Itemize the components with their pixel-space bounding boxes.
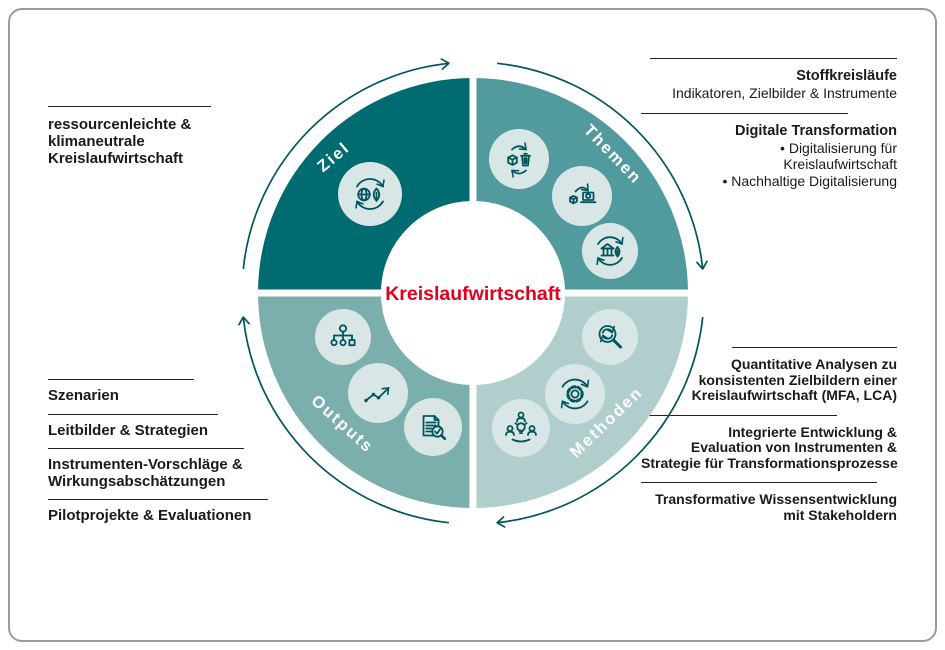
globe-leaf-recycle-icon: [338, 162, 402, 226]
goal-line: ressourcenleichte &: [48, 116, 192, 133]
divider-line: [48, 379, 194, 380]
institution-leaf-cycle-icon: [582, 223, 638, 279]
document-check-icon: [404, 398, 462, 456]
output-item: Instrumenten-Vorschläge &: [48, 456, 243, 473]
cycle-arrows: [238, 58, 708, 528]
theme-title: Digitale Transformation: [735, 122, 897, 139]
output-item: Leitbilder & Strategien: [48, 421, 209, 439]
theme-line: Kreislaufwirtschaft: [783, 156, 897, 172]
arrow-bottom-icon: [496, 317, 704, 528]
center-title: Kreislaufwirtschaft: [385, 283, 561, 305]
arrow-top-icon: [242, 58, 450, 269]
method-line: konsistenten Zielbildern einer: [698, 371, 897, 388]
themes-block: Stoffkreisläufe Indikatoren, Zielbilder …: [641, 58, 897, 189]
output-item: Wirkungsabschätzungen: [48, 472, 226, 490]
theme-line: • Nachhaltige Digitalisierung: [722, 172, 897, 189]
arrow-left-icon: [238, 316, 449, 524]
divider-line: [641, 414, 837, 416]
cube-laptop-icon: [552, 166, 612, 226]
divider-line: [48, 448, 244, 449]
method-line: Integrierte Entwicklung &: [728, 423, 897, 440]
theme-title: Stoffkreisläufe: [796, 68, 897, 84]
goal-line: klimaneutrale: [48, 133, 145, 150]
divider-line: [48, 413, 218, 415]
circular-economy-diagram: Ziel Themen Methoden Outputs Kreislaufwi…: [238, 58, 708, 528]
goal-block: ressourcenleichte & klimaneutrale Kreisl…: [48, 106, 283, 167]
theme-line: • Digitalisierung für: [780, 139, 897, 156]
divider-line: [48, 499, 268, 500]
trend-chart-icon: [348, 363, 408, 423]
divider-line: [650, 58, 897, 59]
method-line: Strategie für Transformationsprozesse: [641, 454, 898, 471]
method-line: Transformative Wissensentwicklung: [655, 491, 897, 507]
method-line: mit Stakeholdern: [783, 506, 897, 523]
cube-trash-cycle-icon: [489, 129, 549, 189]
divider-line: [641, 482, 877, 483]
method-line: Kreislaufwirtschaft (MFA, LCA): [691, 387, 897, 403]
magnifier-refresh-icon: [582, 309, 638, 365]
arrow-right-icon: [497, 62, 708, 270]
theme-line: Indikatoren, Zielbilder & Instrumente: [672, 85, 897, 101]
output-item: Szenarien: [48, 387, 119, 404]
method-line: Quantitative Analysen zu: [731, 356, 897, 372]
hierarchy-icon: [315, 309, 371, 365]
stakeholder-idea-icon: [492, 399, 550, 457]
divider-line: [641, 112, 848, 114]
divider-line: [48, 106, 211, 107]
goal-line: Kreislaufwirtschaft: [48, 150, 184, 167]
output-item: Pilotprojekte & Evaluationen: [48, 507, 252, 524]
center-hole: [381, 201, 565, 385]
gear-cycle-icon: [545, 364, 605, 424]
method-line: Evaluation von Instrumenten &: [690, 439, 897, 455]
outputs-list-block: Szenarien Leitbilder & Strategien Instru…: [48, 379, 288, 525]
methods-block: Quantitative Analysen zu konsistenten Zi…: [641, 347, 898, 523]
divider-line: [732, 347, 897, 348]
